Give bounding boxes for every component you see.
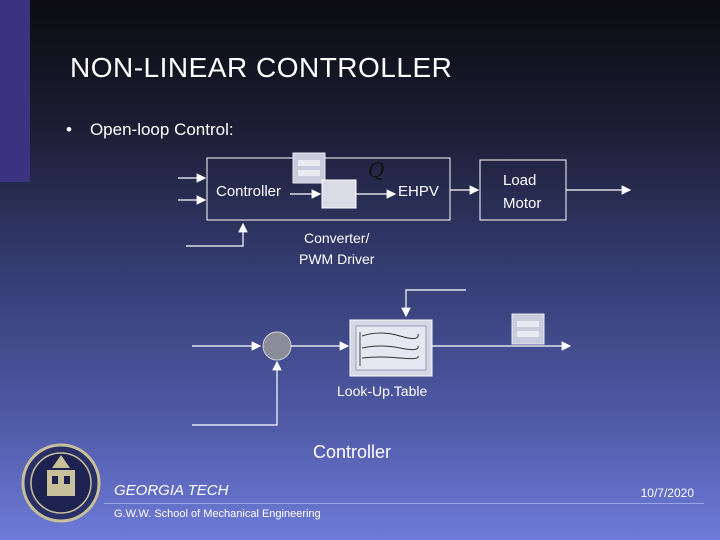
georgia-tech-seal bbox=[21, 443, 101, 523]
converter-label-line1: Converter/ bbox=[304, 230, 370, 246]
slide-title: NON-LINEAR CONTROLLER bbox=[70, 52, 453, 83]
summing-node bbox=[262, 331, 292, 361]
footer-date: 10/7/2020 bbox=[640, 486, 694, 500]
bullet-text: Open-loop Control: bbox=[89, 120, 234, 139]
controller-caption: Controller bbox=[313, 442, 392, 462]
controller-ehpv-box bbox=[206, 157, 451, 221]
converter-block bbox=[321, 179, 357, 209]
accent-bar bbox=[0, 0, 30, 182]
controller-feedback-input bbox=[186, 222, 248, 247]
sum-bottom-input bbox=[192, 360, 282, 426]
controller-block-label: Controller bbox=[216, 183, 282, 200]
converter-label-line2: PWM Driver bbox=[299, 251, 375, 267]
flow-q-label: Q bbox=[368, 158, 385, 182]
output-block-icon-bar bbox=[517, 321, 539, 327]
lookup-chain bbox=[192, 289, 572, 426]
bullet-item: • Open-loop Control: bbox=[66, 120, 234, 140]
footer-department: G.W.W. School of Mechanical Engineering bbox=[114, 508, 321, 520]
open-loop-chain bbox=[178, 152, 632, 247]
lookup-curve-3 bbox=[361, 355, 419, 360]
lookup-curve-2 bbox=[361, 345, 419, 351]
controller-block-icon-bar bbox=[298, 170, 320, 176]
load-motor-label-line2: Motor bbox=[503, 195, 542, 212]
lookup-top-input bbox=[401, 289, 466, 318]
ehpv-label: EHPV bbox=[398, 183, 439, 200]
lookup-curve-1 bbox=[361, 332, 419, 340]
bullet-symbol: • bbox=[66, 120, 72, 139]
controller-block-icon bbox=[292, 152, 326, 184]
output-block-icon-bar bbox=[517, 331, 539, 337]
output-block-icon bbox=[511, 313, 545, 345]
lookup-table-plot bbox=[355, 325, 427, 371]
lookup-table-label: Look-Up.Table bbox=[337, 383, 428, 399]
footer-divider bbox=[104, 503, 704, 504]
controller-block-icon-bar bbox=[298, 160, 320, 166]
load-motor-label-line1: Load bbox=[503, 172, 537, 189]
footer-school: GEORGIA TECH bbox=[114, 482, 229, 499]
